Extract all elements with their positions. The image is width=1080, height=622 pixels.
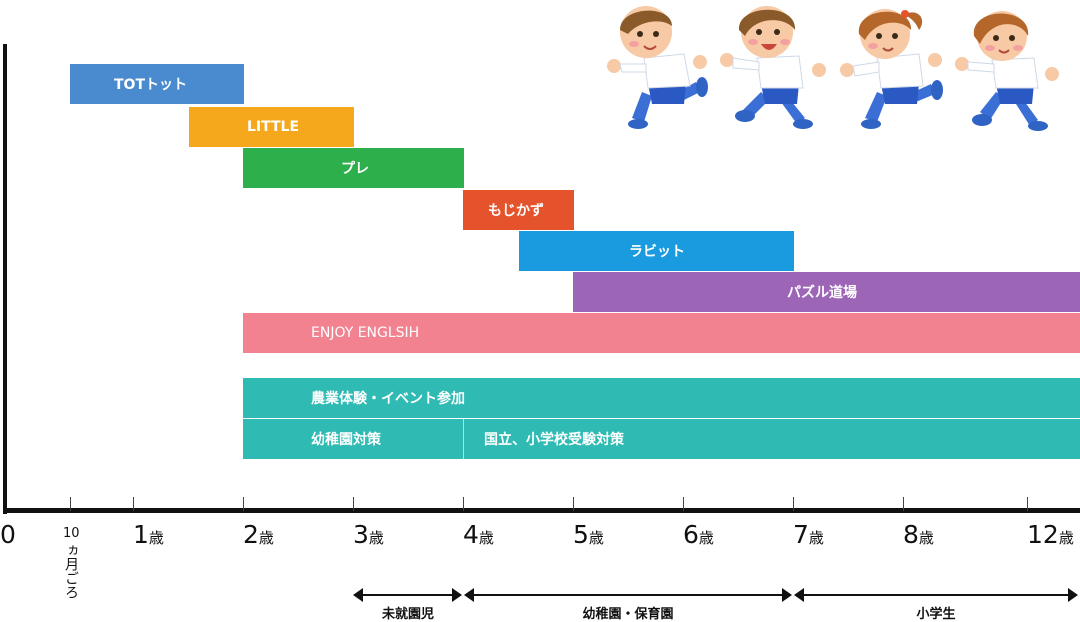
course-label-puzzle: パズル道場 xyxy=(787,285,857,301)
kid-2-icon xyxy=(720,6,826,129)
course-bar-kindergarten-prep: 幼稚園対策 xyxy=(243,419,464,459)
course-label-rabbit: ラビット xyxy=(629,244,685,260)
arrow-left-icon xyxy=(794,588,804,602)
course-label-farm-event: 農業体験・イベント参加 xyxy=(311,391,465,407)
course-bar-english: ENJOY ENGLSIH xyxy=(243,313,1080,353)
course-bar-farm-event: 農業体験・イベント参加 xyxy=(243,378,1080,418)
age-label-7: 7歳 xyxy=(793,520,824,549)
age-label-0: 0 xyxy=(0,520,16,549)
course-label-mojikazu: もじかず xyxy=(488,203,544,219)
range-line-elementary xyxy=(801,594,1070,596)
course-label-kindergarten-prep: 幼稚園対策 xyxy=(311,432,381,448)
age-label-5: 5歳 xyxy=(573,520,604,549)
age-label-8: 8歳 xyxy=(903,520,934,549)
stage-label-preschool: 未就園児 xyxy=(381,607,435,622)
vertical-axis xyxy=(3,44,7,514)
arrow-right-icon xyxy=(782,588,792,602)
course-label-pre: プレ xyxy=(341,161,369,177)
course-bar-little: LITTLE xyxy=(189,107,354,147)
stage-label-kindergarten: 幼稚園・保育園 xyxy=(582,607,674,622)
tick-4 xyxy=(463,497,464,511)
age-label-4: 4歳 xyxy=(463,520,494,549)
arrow-right-icon xyxy=(1068,588,1078,602)
running-kids-illustration xyxy=(607,6,1059,131)
kid-1-icon xyxy=(607,6,708,129)
course-label-english: ENJOY ENGLSIH xyxy=(311,325,420,341)
course-bar-tot: TOTトット xyxy=(70,64,244,104)
arrow-left-icon xyxy=(464,588,474,602)
tick-3 xyxy=(353,497,354,511)
course-bar-pre: プレ xyxy=(243,148,464,188)
age-label-1: 1歳 xyxy=(133,520,164,549)
tick-6 xyxy=(683,497,684,511)
course-bar-school-exam: 国立、小学校受験対策 xyxy=(464,419,1080,459)
course-bar-rabbit: ラビット xyxy=(519,231,794,271)
age-axis xyxy=(3,508,1080,513)
kid-4-icon xyxy=(955,11,1059,131)
range-line-kindergarten xyxy=(471,594,787,596)
age-label-10-months: 10 ヵ月ごろ xyxy=(63,526,80,600)
kid-3-icon xyxy=(840,9,943,129)
bar-divider xyxy=(463,419,464,459)
age-label-6: 6歳 xyxy=(683,520,714,549)
tick-2 xyxy=(243,497,244,511)
tick-7 xyxy=(793,497,794,511)
range-line-preschool xyxy=(360,594,456,596)
age-label-3: 3歳 xyxy=(353,520,384,549)
course-bar-puzzle: パズル道場 xyxy=(573,272,1080,312)
course-bar-mojikazu: もじかず xyxy=(463,190,574,230)
stage-label-elementary: 小学生 xyxy=(916,607,956,622)
age-label-2: 2歳 xyxy=(243,520,274,549)
course-label-tot: TOTトット xyxy=(114,77,188,93)
arrow-left-icon xyxy=(353,588,363,602)
tick-12 xyxy=(1027,497,1028,511)
tick-1 xyxy=(133,497,134,511)
course-label-little: LITTLE xyxy=(247,119,300,135)
arrow-right-icon xyxy=(452,588,462,602)
tick-10m xyxy=(70,497,71,511)
age-label-12: 12歳 xyxy=(1027,520,1074,549)
course-label-school-exam: 国立、小学校受験対策 xyxy=(484,432,624,448)
tick-8 xyxy=(903,497,904,511)
tick-5 xyxy=(573,497,574,511)
